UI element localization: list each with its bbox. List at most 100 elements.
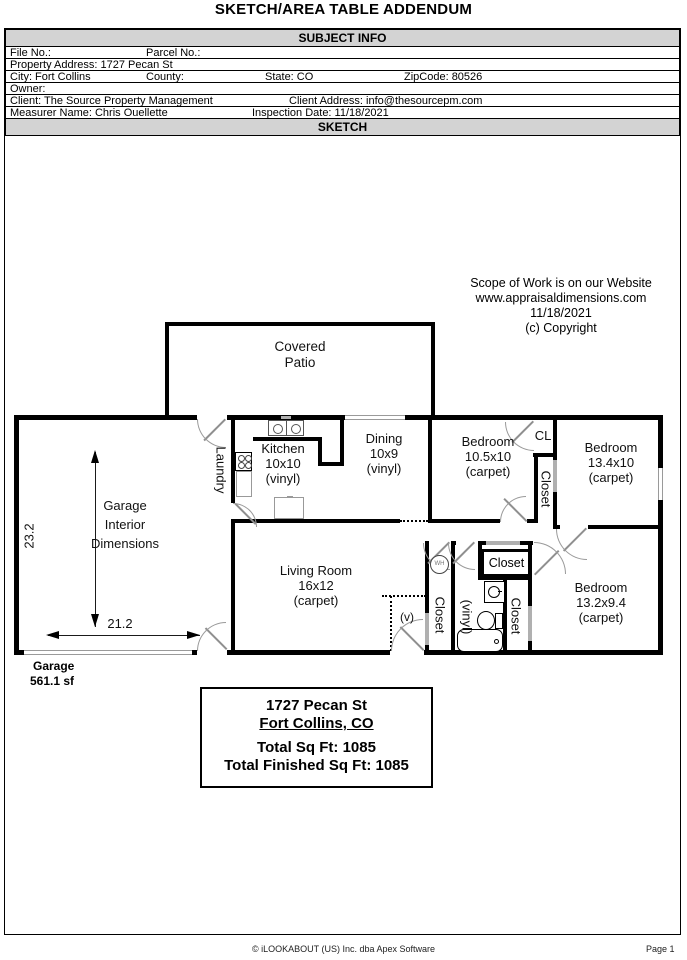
room-name: Kitchen <box>261 441 305 456</box>
dim-garage-depth: 23.2 <box>21 523 37 549</box>
bathtub-drain <box>494 639 499 644</box>
room-label-dining: Dining 10x9 (vinyl) <box>344 431 424 476</box>
vinyl-foyer-label: (v) <box>400 610 414 624</box>
wall-house-bottom <box>14 650 663 655</box>
toilet-tank-icon <box>495 613 503 629</box>
property-address-field: Property Address: 1727 Pecan St <box>10 59 173 71</box>
closet-slider-top <box>486 541 520 545</box>
sink-faucet-icon <box>281 416 291 419</box>
room-label-kitchen: Kitchen 10x10 (vinyl) <box>243 441 323 486</box>
toilet-bowl-icon <box>477 611 495 630</box>
wall-bath-top-c <box>520 541 533 545</box>
cl-label: CL <box>534 428 552 443</box>
wall-closet1-left <box>534 457 538 523</box>
measurer-field: Measurer Name: Chris Ouellette <box>10 107 168 119</box>
sketch-banner: SKETCH <box>6 119 679 135</box>
wall-house-left <box>14 415 19 655</box>
wall-dining-bedroom1 <box>428 417 432 523</box>
window-dining <box>345 415 405 420</box>
row-divider <box>4 94 681 95</box>
county-field: County: <box>146 71 184 83</box>
room-size: 10x9 <box>369 446 399 461</box>
dotted-dining-living <box>400 520 428 522</box>
wall-bath-block-left <box>425 541 429 655</box>
state-field: State: CO <box>265 71 314 83</box>
wall-kitchen-living <box>231 519 400 523</box>
room-name: Dining <box>365 431 403 446</box>
garage-label-line1: Garage <box>103 498 147 513</box>
summary-box: 1727 Pecan St Fort Collins, CO Total Sq … <box>200 687 433 788</box>
row-divider <box>4 46 681 47</box>
room-label-bedroom2: Bedroom 13.4x10 (carpet) <box>571 440 651 485</box>
zip-field: ZipCode: 80526 <box>404 71 483 83</box>
closet-label-boxed: Closet <box>481 549 532 577</box>
sink-bowl <box>488 586 500 598</box>
row-divider <box>4 58 681 59</box>
wall-bedroom2-bottom-a <box>553 525 560 529</box>
wall-kitchen-dining <box>340 419 344 466</box>
dim-line-garage-depth <box>95 452 96 627</box>
water-heater-icon: WH <box>430 555 449 574</box>
room-size: 10x10 <box>265 456 301 471</box>
closet-label-bedroom3: Closet <box>508 597 524 635</box>
room-label-bedroom3: Bedroom 13.2x9.4 (carpet) <box>556 580 646 625</box>
closet-label-hall: Closet <box>432 596 448 634</box>
footer-copyright: © iLOOKABOUT (US) Inc. dba Apex Software <box>251 944 436 954</box>
patio-label-line1: Covered <box>274 339 326 354</box>
scope-line-3: 11/18/2021 <box>530 306 592 320</box>
sink-divider <box>286 421 287 435</box>
inspection-date-field: Inspection Date: 11/18/2021 <box>252 107 389 119</box>
water-heater-label: WH <box>434 561 445 567</box>
dim-line-garage-width <box>48 635 200 636</box>
wall-bath-block-right <box>528 541 532 655</box>
file-no-field: File No.: <box>10 47 51 59</box>
bathroom-sink-icon <box>484 581 505 603</box>
wall-patio-left <box>165 322 169 419</box>
city-field: City: Fort Collins <box>10 71 91 83</box>
dim-garage-width: 21.2 <box>107 616 133 631</box>
room-label-living: Living Room 16x12 (carpet) <box>266 563 366 608</box>
wall-bedroom2-bottom-b <box>588 525 663 529</box>
client-address-field: Client Address: info@thesourcepm.com <box>289 95 483 107</box>
room-label-bedroom1: Bedroom 10.5x10 (carpet) <box>448 434 528 479</box>
sink-basin-right <box>291 424 301 434</box>
footer-page-number: Page 1 <box>646 944 675 954</box>
garage-label: Garage Interior Dimensions <box>75 496 175 553</box>
room-size: 13.2x9.4 <box>576 595 626 610</box>
garage-label-line3: Dimensions <box>91 536 159 551</box>
window-bedroom-13-4 <box>658 468 663 500</box>
client-field: Client: The Source Property Management <box>10 95 213 107</box>
wall-bedroom1-hall-b <box>527 519 538 523</box>
room-name: Living Room <box>279 563 353 578</box>
burner-icon <box>245 462 252 469</box>
summary-city: Fort Collins, CO <box>259 715 374 732</box>
dotted-foyer-top <box>382 595 426 597</box>
stove-icon <box>235 452 252 471</box>
scope-line-2: www.appraisaldimensions.com <box>475 291 647 305</box>
room-size: 10.5x10 <box>464 449 512 464</box>
summary-address: 1727 Pecan St <box>266 697 367 714</box>
wall-house-right <box>658 415 663 655</box>
room-size: 13.4x10 <box>587 455 635 470</box>
room-floor: (vinyl) <box>366 461 402 476</box>
wall-hallcloset-bath <box>451 545 455 655</box>
wall-kitchen-counter-a <box>253 437 322 441</box>
wall-cl-bottom <box>533 453 557 457</box>
summary-total-sqft: Total Sq Ft: 1085 <box>257 739 376 756</box>
owner-field: Owner: <box>10 83 46 95</box>
row-divider <box>4 70 681 71</box>
wall-patio-top <box>165 322 435 326</box>
row-divider <box>4 106 681 107</box>
scope-line-4: (c) Copyright <box>525 321 597 335</box>
burner-icon <box>238 462 245 469</box>
wall-kitchen-counter-c <box>318 462 344 466</box>
subject-info-header: SUBJECT INFO <box>6 30 679 46</box>
dotted-foyer-side <box>390 596 392 651</box>
kitchen-sink-icon <box>268 420 304 436</box>
door-opening-garage-rear <box>197 650 227 655</box>
closet-slider-hall <box>425 613 429 645</box>
arrowhead-down-icon <box>91 614 99 627</box>
arrowhead-up-icon <box>91 450 99 463</box>
bathtub-icon <box>457 629 503 652</box>
wall-patio-right <box>431 322 435 419</box>
